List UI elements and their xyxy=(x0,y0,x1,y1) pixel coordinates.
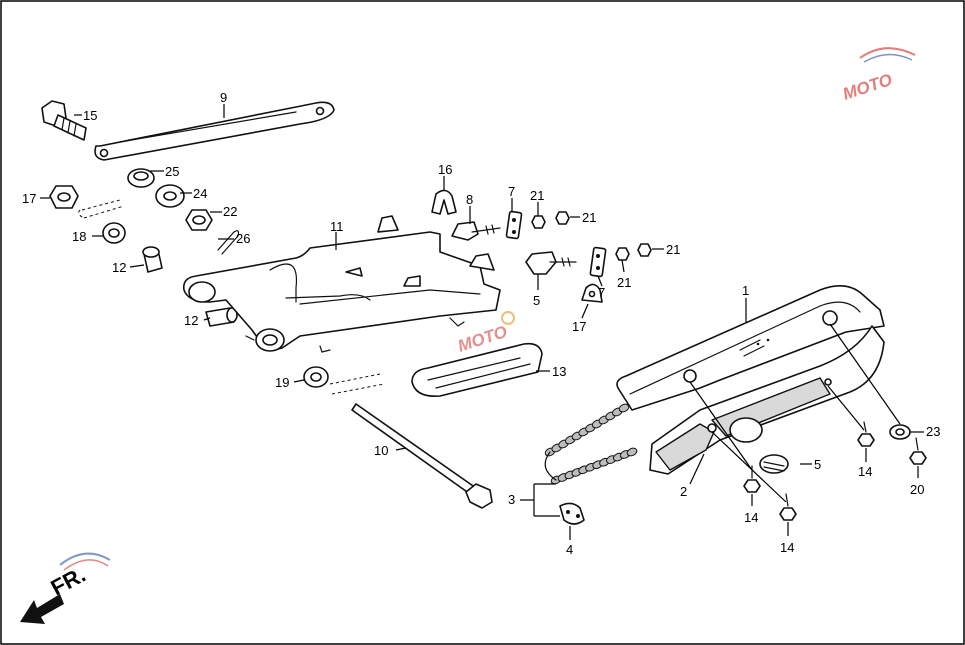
callout-4: 4 xyxy=(566,542,573,557)
watermark-logo-bottom xyxy=(59,552,111,571)
front-arrow-icon xyxy=(20,594,64,624)
part-4-master-link xyxy=(559,502,585,525)
part-13-chain-slider xyxy=(411,342,543,398)
chain-link xyxy=(626,447,638,457)
callout-9: 9 xyxy=(220,90,227,105)
callout-24: 24 xyxy=(193,186,207,201)
part-12-bushing-upper xyxy=(142,246,163,273)
part-21-nut-d xyxy=(637,243,652,257)
axle-hint-lower xyxy=(329,373,385,395)
part-21-nut-c xyxy=(615,247,630,261)
callout-10: 10 xyxy=(374,443,388,458)
part-14-bolt-b xyxy=(779,493,797,521)
callout-26: 26 xyxy=(236,231,250,246)
watermark-logo-top: MOTO xyxy=(840,47,916,104)
part-24-washer xyxy=(155,184,185,208)
part-17-plate-right xyxy=(581,283,603,303)
callout-13: 13 xyxy=(552,364,566,379)
callout-3: 3 xyxy=(508,492,515,507)
callout-5-small: 5 xyxy=(533,293,540,308)
callout-19: 19 xyxy=(275,375,289,390)
part-21-nut-a xyxy=(531,215,546,229)
callout-16: 16 xyxy=(438,162,452,177)
callout-2: 2 xyxy=(680,484,687,499)
callout-1: 1 xyxy=(742,283,749,298)
callout-23: 23 xyxy=(926,424,940,439)
callout-17-left: 17 xyxy=(22,191,36,206)
part-11-swingarm xyxy=(182,215,501,353)
front-label: FR. xyxy=(47,562,90,601)
callout-20: 20 xyxy=(910,482,924,497)
part-22-nut xyxy=(185,209,213,231)
callout-11: 11 xyxy=(330,219,344,234)
part-5-adjuster xyxy=(525,251,577,275)
part-7-plate-upper xyxy=(505,210,523,240)
part-17-nut-left xyxy=(49,185,79,209)
part-25-spring-washer xyxy=(127,168,155,188)
part-16-bracket xyxy=(431,189,457,215)
callout-7-upper: 7 xyxy=(508,184,515,199)
part-12-bushing-lower xyxy=(205,307,238,327)
part-26-cotter-pin xyxy=(217,230,240,255)
callout-25: 25 xyxy=(165,164,179,179)
callout-21-b: 21 xyxy=(582,210,596,225)
callout-18: 18 xyxy=(72,229,86,244)
part-23-washer xyxy=(889,424,911,440)
callout-17-right: 17 xyxy=(572,319,586,334)
part-9-brace-bar xyxy=(94,101,335,161)
callout-labels: 15 9 25 24 22 26 17 18 12 12 11 16 8 7 2… xyxy=(22,90,940,557)
callout-12-lower: 12 xyxy=(184,313,198,328)
part-14-bolt-a xyxy=(743,465,761,493)
part-10-axle xyxy=(351,403,493,509)
leader-lines xyxy=(40,104,924,540)
front-direction-marker: FR. xyxy=(20,562,90,624)
part-14-bolt-c xyxy=(857,421,875,447)
callout-7-lower: 7 xyxy=(598,285,605,300)
callout-21-a: 21 xyxy=(530,188,544,203)
part-15-bolt xyxy=(41,100,87,141)
part-3-drive-chain xyxy=(544,403,638,485)
part-5-inspection-cap xyxy=(759,454,789,474)
part-21-nut-b xyxy=(555,211,570,225)
callout-21-c: 21 xyxy=(617,275,631,290)
callout-8: 8 xyxy=(466,192,473,207)
part-7-plate-lower xyxy=(589,246,607,278)
callout-14-a: 14 xyxy=(744,510,758,525)
callout-21-d: 21 xyxy=(666,242,680,257)
part-18-washer xyxy=(102,222,126,244)
chain-loop xyxy=(544,451,557,481)
axle-hint-upper xyxy=(78,199,125,219)
part-20-bolt xyxy=(909,437,927,465)
callout-15: 15 xyxy=(83,108,97,123)
callout-14-b: 14 xyxy=(780,540,794,555)
part-19-washer xyxy=(303,366,329,388)
callout-22: 22 xyxy=(223,204,237,219)
callout-14-c: 14 xyxy=(858,464,872,479)
part-2-lower-chain-case xyxy=(649,325,885,475)
part-8-adjuster xyxy=(451,221,501,241)
callout-12-upper: 12 xyxy=(112,260,126,275)
svg-text:MOTO: MOTO xyxy=(840,70,894,104)
callout-5-cap: 5 xyxy=(814,457,821,472)
